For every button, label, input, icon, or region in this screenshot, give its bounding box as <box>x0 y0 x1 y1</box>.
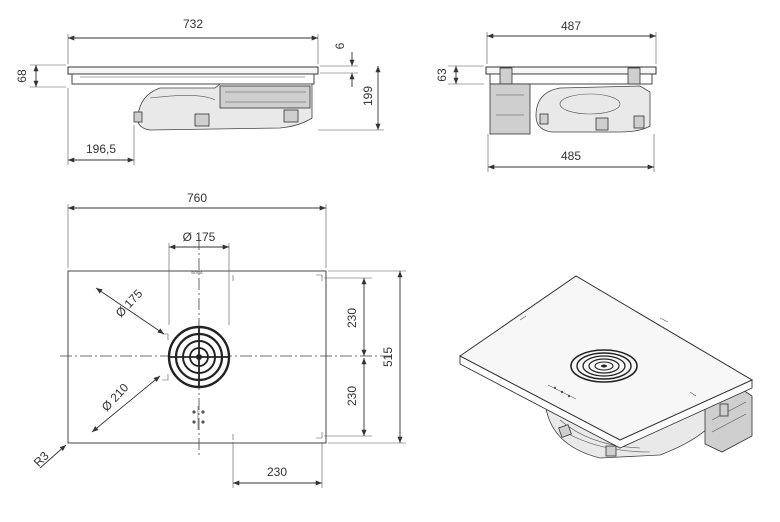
top-view: BORA Ø 175 Ø 175 <box>31 191 406 488</box>
vent-grille <box>167 325 231 389</box>
dim-front-total-height: 199 <box>361 86 375 106</box>
dim-half-depth-bottom: 230 <box>345 386 359 406</box>
iso-glass-top <box>459 275 754 441</box>
dim-bottom-offset: 230 <box>267 465 287 479</box>
dim-front-offset: 196,5 <box>86 142 116 156</box>
control-symbols <box>192 406 205 430</box>
dim-front-top-height: 68 <box>15 69 29 83</box>
dim-side-height: 63 <box>435 68 449 82</box>
side-frame <box>489 73 653 85</box>
dim-line-zone-outer <box>91 375 161 433</box>
front-glass-plate <box>67 66 319 75</box>
front-frame <box>71 73 315 85</box>
dim-top-depth: 515 <box>381 347 395 367</box>
front-clip-left <box>194 113 210 127</box>
dim-vent-diameter: Ø 175 <box>183 230 216 244</box>
iso-vent-grille <box>570 349 638 383</box>
dim-corner-radius: R3 <box>31 449 52 470</box>
dim-line-zone-inner <box>95 287 165 335</box>
front-clip-right <box>283 109 299 123</box>
dim-glass-thickness: 6 <box>333 42 347 49</box>
side-motor-block <box>489 83 531 135</box>
side-clip-right <box>627 67 641 85</box>
iso-control-symbols <box>547 384 577 400</box>
dim-top-width: 760 <box>187 191 207 205</box>
dim-line-radius <box>39 444 67 469</box>
side-clip-left <box>499 67 513 85</box>
side-view: 487 63 485 <box>435 19 657 172</box>
front-motor-housing <box>219 85 311 109</box>
dim-half-depth-top: 230 <box>345 308 359 328</box>
isometric-view <box>459 275 754 459</box>
dim-side-top-width: 487 <box>561 19 581 33</box>
side-fan-housing <box>535 85 651 133</box>
dim-side-bottom-width: 485 <box>561 149 581 163</box>
front-view: 732 68 6 199 196,5 <box>15 17 384 165</box>
brand-mark: BORA <box>191 270 203 275</box>
dim-front-width: 732 <box>183 17 203 31</box>
